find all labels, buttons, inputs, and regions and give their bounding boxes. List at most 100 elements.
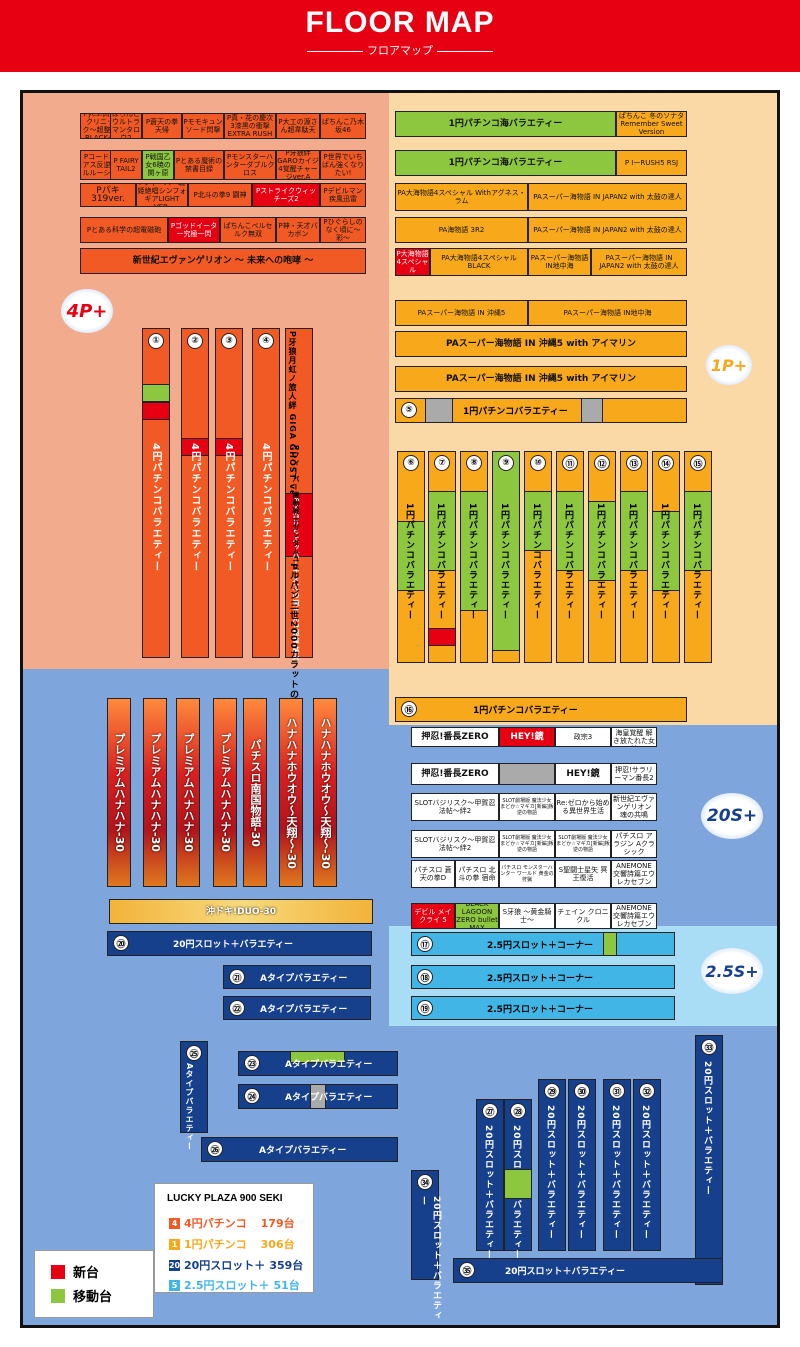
slot-r4-4[interactable]: パチスロ アラジン Aクラシック (611, 830, 657, 858)
island-10[interactable] (524, 451, 552, 663)
slot-prem-3[interactable]: プレミアムハナハナ-30 (176, 698, 200, 887)
slot-r6-5[interactable]: ANEMONE 交響詩篇エウレカセブン (611, 903, 657, 929)
island-1[interactable] (142, 328, 170, 658)
machine-row1-6[interactable]: P大工の源さん超韋駄天 (276, 113, 320, 139)
slot-r1-3[interactable]: 政宗3 (555, 727, 611, 747)
machine-e4[interactable]: PAスーパー海物語 IN JAPAN2 with 太鼓の達人 (591, 248, 687, 276)
island-9-number: ⑨ (498, 455, 514, 471)
slot-r6-4[interactable]: チェイン クロニクル (555, 903, 611, 929)
machine-row2-5[interactable]: Pモンスターハンターダブルクロス (224, 150, 276, 180)
slot-r6-1[interactable]: デビル メイ クライ 5 (411, 903, 455, 929)
row-17[interactable] (411, 932, 675, 956)
slot-okidoki[interactable]: 沖ドキ!DUO-30 (109, 899, 373, 924)
slot-r5-1[interactable]: パチスロ 蒼天の拳D (411, 860, 455, 888)
machine-row4-1[interactable]: Pとある科学の超電磁砲 (80, 217, 168, 243)
island-29[interactable] (538, 1079, 566, 1251)
row-16-label: 1円パチンコバラエティー (473, 706, 578, 716)
machine-g[interactable]: PAスーパー海物語 IN 沖縄5 with アイマリン (395, 331, 687, 357)
slot-r1-2[interactable]: HEY!鏡 (499, 727, 555, 747)
slot-prem-5[interactable]: パチスロ南国物語-30 (243, 698, 267, 887)
machine-row1-3[interactable]: P蒼天の拳天帰 (142, 113, 182, 139)
row-1yen-b[interactable]: 1円パチンコ海バラエティー (395, 150, 616, 176)
machine-row2-7[interactable]: P世界でいちばん強くなりたい! (320, 150, 366, 180)
machine-d1[interactable]: PA海物語 3R2 (395, 217, 528, 243)
slot-r6-2[interactable]: BLACK LAGOON ZERO bullet MAX (455, 903, 499, 929)
slot-r5-3[interactable]: パチスロ モンスターハンター ワールド 黄金の狩猟 (499, 860, 555, 888)
row-1yen-a[interactable]: 1円パチンコ海バラエティー (395, 111, 616, 137)
slot-r4-2[interactable]: SLOT劇場版 魔法少女まどか☆マギカ[新編]叛逆の物語 (499, 830, 555, 858)
row-26-label: Aタイプバラエティー (259, 1146, 347, 1156)
slot-prem-1[interactable]: プレミアムハナハナ-30 (107, 698, 131, 887)
island-3[interactable] (215, 328, 243, 658)
machine-row2-2[interactable]: P FAIRY TAIL2 (110, 150, 142, 180)
slot-r5-2[interactable]: パチスロ 北斗の拳 宿命 (455, 860, 499, 888)
slot-r2-2[interactable]: HEY!鏡 (555, 763, 611, 785)
slot-r4-3[interactable]: SLOT劇場版 魔法少女まどか☆マギカ[新編]叛逆の物語 (555, 830, 611, 858)
machine-rush[interactable]: P ⅠーRUSH5 RSJ (616, 150, 687, 176)
machine-h[interactable]: PAスーパー海物語 IN 沖縄5 with アイマリン (395, 366, 687, 392)
slot-prem-4[interactable]: プレミアムハナハナ-30 (213, 698, 237, 887)
island-32[interactable] (633, 1079, 661, 1251)
slot-r2-1[interactable]: 押忍!番長ZERO (411, 763, 499, 785)
machine-row2-6[interactable]: P牙狼絆GAROカイジ4覚醒チャージver.A (276, 150, 320, 180)
machine-d2[interactable]: PAスーパー海物語 IN JAPAN2 with 太鼓の達人 (528, 217, 687, 243)
machine-row3-5[interactable]: Pデビルマン疾風迅雷 (320, 183, 366, 207)
machine-row4-2[interactable]: Pゴッドイーター究極一閃 (168, 217, 220, 243)
island-2[interactable] (181, 328, 209, 658)
slot-r3-2[interactable]: SLOT劇場版 魔法少女まどか☆マギカ[新編]叛逆の物語 (499, 793, 555, 821)
slot-prem-7[interactable]: ハナハナホウオウ〜天翔〜-30 (313, 698, 337, 887)
slot-prem-6[interactable]: ハナハナホウオウ〜天翔〜-30 (279, 698, 303, 887)
machine-row4-4[interactable]: P神・天才バカボン (276, 217, 320, 243)
machine-row2-3[interactable]: P戦国乙女6暁の関ヶ原 (142, 150, 174, 180)
machine-eva[interactable]: 新世紀エヴァンゲリオン 〜 未来への咆哮 〜 (80, 248, 366, 274)
row-21[interactable] (223, 965, 371, 989)
machine-f2[interactable]: PAスーパー海物語 IN地中海 (528, 300, 687, 326)
slot-r5-4[interactable]: S聖闘士星矢 冥王復活 (555, 860, 611, 888)
machine-e1[interactable]: P大海物語4スペシャル (395, 248, 430, 276)
slot-r3-1[interactable]: SLOTバジリスク〜甲賀忍法帖〜絆2 (411, 793, 499, 821)
slot-r5-5[interactable]: ANEMONE 交響詩篇エウレカセブン (611, 860, 657, 888)
machine-row1-7[interactable]: ぱちんこ乃木坂46 (320, 113, 366, 139)
machine-row3-4[interactable]: Pストライクウィッチーズ2 (252, 183, 320, 207)
slot-r3-3[interactable]: Re:ゼロから始める異世界生活 (555, 793, 611, 821)
machine-row3-1[interactable]: Pパキ319ver. (80, 183, 136, 207)
machine-row2-4[interactable]: Pとある魔術の禁書目録 (174, 150, 224, 180)
machine-e2[interactable]: PA大海物語4スペシャルBLACK (430, 248, 528, 276)
island-30[interactable] (568, 1079, 596, 1251)
machine-c1[interactable]: PA大海物語4スペシャル Withアグネス・ラム (395, 183, 528, 211)
row-5-empty-b (581, 398, 603, 423)
row-22[interactable] (223, 996, 371, 1020)
row-35[interactable] (453, 1258, 723, 1283)
slot-r1-4[interactable]: 聖闘士星矢 海皇覚醒 解き放たれた女神 (611, 727, 657, 747)
row-20[interactable] (107, 931, 372, 956)
row-26[interactable] (201, 1137, 398, 1162)
island-hideyoshi-new (285, 493, 313, 557)
island-4-label: 4円パチンコバラエティー (260, 443, 271, 572)
slot-r1-1[interactable]: 押忍!番長ZERO (411, 727, 499, 747)
slot-r2-3[interactable]: 押忍!サラリーマン番長2 (611, 763, 657, 785)
machine-row1-2[interactable]: ぱちんこウルトラマンタロウ2 (110, 113, 142, 139)
slot-prem-2[interactable]: プレミアムハナハナ-30 (143, 698, 167, 887)
machine-row4-5[interactable]: Pひぐらしのなく頃に〜彩〜 (320, 217, 366, 243)
machine-e3[interactable]: PAスーパー海物語IN地中海 (528, 248, 591, 276)
machine-c2[interactable]: PAスーパー海物語 IN JAPAN2 with 太鼓の達人 (528, 183, 687, 211)
machine-kaiji: P大当りヒエッパーチ大工の源さん2超韋駄天 (292, 497, 300, 662)
machine-f1[interactable]: PAスーパー海物語 IN 沖縄5 (395, 300, 528, 326)
island-31[interactable] (603, 1079, 631, 1251)
machine-row1-4[interactable]: Pモモキュンソード閃撃 (182, 113, 224, 139)
machine-row3-2[interactable]: Pフィーバー戦姫絶唱シンフォギアLIGHT VER. (136, 183, 188, 207)
island-4[interactable] (252, 328, 280, 658)
machine-row1-5[interactable]: P真・花の慶次3漆黒の衝撃EXTRA RUSH (224, 113, 276, 139)
machine-row3-3[interactable]: P北斗の拳9 闘神 (188, 183, 252, 207)
island-33[interactable] (695, 1035, 723, 1285)
row-16[interactable] (395, 697, 687, 722)
slot-r3-4[interactable]: 新世紀エヴァンゲリオン 魂の共鳴 (611, 793, 657, 821)
island-3-label: 4円パチンコバラエティー (223, 443, 234, 572)
island-27[interactable] (476, 1099, 504, 1251)
machine-row4-3[interactable]: ぱちんこベルセルク無双 (220, 217, 276, 243)
slot-r4-1[interactable]: SLOTバジリスク〜甲賀忍法帖〜絆2 (411, 830, 499, 858)
row-19[interactable] (411, 996, 675, 1020)
machine-remember[interactable]: ぱちんこ 冬のソナタ Remember Sweet Version (616, 111, 687, 137)
slot-r6-3[interactable]: S牙狼 〜黄金騎士〜 (499, 903, 555, 929)
row-18[interactable] (411, 965, 675, 989)
